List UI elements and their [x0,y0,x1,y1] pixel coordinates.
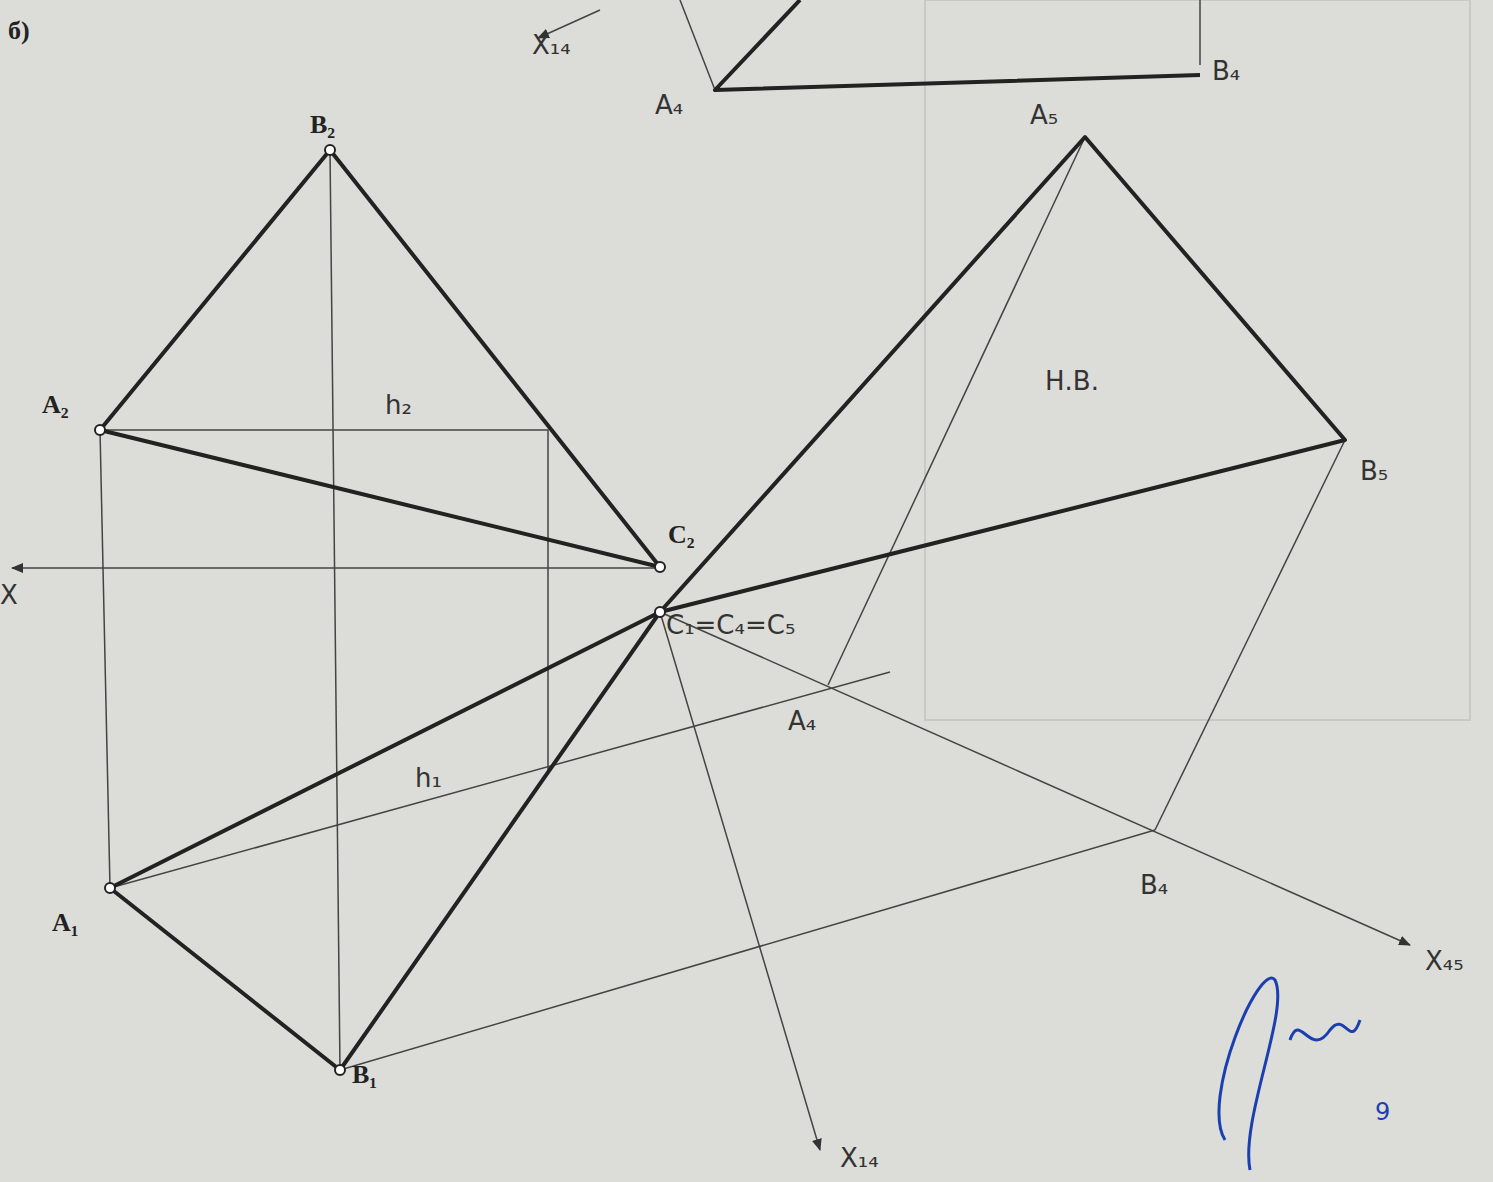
point-label: C₁=C₄=C₅ [666,612,795,638]
signature-number: 9 [1375,1100,1390,1124]
point-label: B₁ [352,1062,377,1088]
point-label: A₄ [655,92,683,118]
note-label: Н.В. [1045,368,1099,394]
axis-label: X [0,582,18,608]
axis-label: X₄₅ [1425,948,1464,974]
line-label: h₁ [415,765,442,791]
point-label: B₅ [1360,458,1388,484]
point-label: A₅ [1030,102,1058,128]
point-label: A₂ [42,392,69,418]
point-label: A₁ [52,910,79,936]
line-label: h₂ [385,392,412,418]
section-label: б) [8,18,30,44]
axis-label: X₁₄ [532,32,571,58]
point-label: C₂ [668,522,695,548]
point-label: B₂ [310,112,335,138]
axis-label: X₁₄ [840,1145,879,1171]
point-label: B₄ [1212,58,1240,84]
point-label: B₄ [1140,872,1168,898]
point-label: A₄ [788,708,816,734]
